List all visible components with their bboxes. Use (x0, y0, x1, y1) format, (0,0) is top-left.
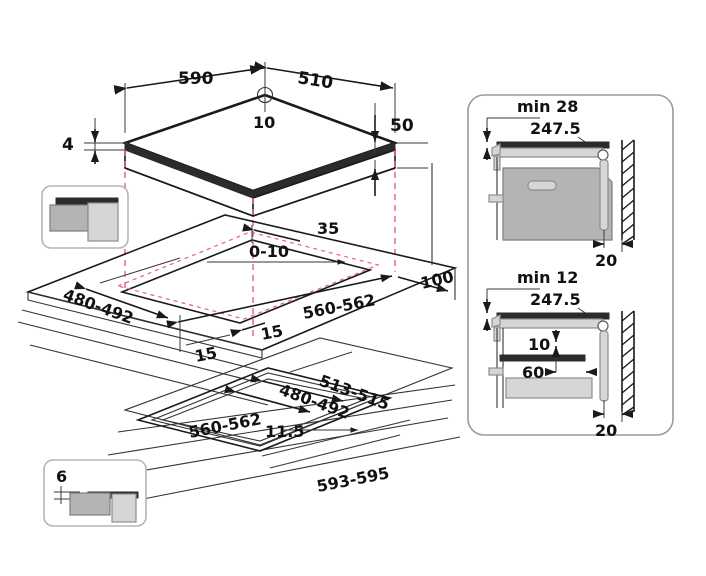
dimline-35 (242, 223, 301, 242)
min12-knob (488, 367, 504, 376)
label-15-mid: 15 (259, 321, 284, 344)
min28-oven-body (502, 167, 613, 241)
min12-left-bracket (491, 314, 501, 328)
dimline-15-mid (230, 322, 266, 338)
inset-top-dark-bar (55, 197, 119, 205)
min12-rear-clip (597, 320, 609, 332)
dimline-480-492 (74, 281, 169, 319)
hob-glass-edge-left (124, 142, 254, 199)
cutout-projection-outline (116, 231, 380, 320)
inset-bottom-grey-block (69, 492, 111, 516)
dimline-590 (113, 65, 264, 95)
min12-hob-body (496, 318, 603, 329)
hob-isometric-group: 590 510 10 4 50 (62, 61, 428, 218)
min28-left-bracket (491, 143, 501, 157)
min-12-section-group: min 12 247.5 10 (482, 268, 635, 440)
label-50: 50 (390, 116, 414, 136)
label-10-hole: 10 (253, 113, 275, 132)
label-593-595: 593-595 (315, 463, 391, 496)
hob-glass-edge-right (252, 142, 396, 199)
label-35: 35 (317, 219, 339, 238)
worktop-front-edge (27, 291, 263, 359)
min28-wall-hatching (621, 139, 635, 245)
ext-15-front-b (185, 334, 231, 346)
ext-593-595-a (269, 434, 401, 469)
inset-top-light-block (87, 202, 119, 242)
label-247-5-bottom: 247.5 (530, 290, 581, 309)
inset-top-grey-block (49, 204, 89, 232)
dimline-560-562 (166, 274, 393, 329)
hob-body-bottom-edge-right (252, 167, 396, 217)
min12-rear-rail (599, 330, 609, 402)
label-0-10: 0-10 (249, 242, 289, 261)
min28-oven-knob (488, 194, 504, 203)
min-28-section-group: min 28 247.5 (482, 97, 635, 270)
label-min-28: min 28 (517, 97, 578, 116)
min28-hob-slab (496, 141, 610, 149)
ext-593-595-b (261, 419, 411, 457)
seated-worktop-plane (123, 337, 454, 446)
worktop-front-line-4 (29, 344, 269, 406)
label-100: 100 (419, 267, 456, 293)
label-510: 510 (296, 68, 334, 93)
side-section-panel-group: min 28 247.5 (467, 94, 674, 440)
seated-worktop-line-d (137, 436, 461, 501)
hob-glass-top (121, 93, 399, 193)
inset-top-group (41, 185, 129, 249)
inset-bottom-group: 6 (43, 459, 147, 527)
label-min-12: min 12 (517, 268, 578, 287)
min12-shelf (499, 354, 586, 362)
label-15-front: 15 (193, 343, 218, 366)
min12-hob-slab (496, 312, 610, 320)
seated-worktop-line-b (107, 399, 453, 456)
label-20-bottom: 20 (595, 421, 617, 440)
label-20-top: 20 (595, 251, 617, 270)
worktop-front-line-2 (21, 309, 259, 371)
dimline-480-492-seated (224, 385, 311, 414)
dimline-100 (397, 276, 449, 292)
seated-worktop-line-c (99, 417, 449, 479)
min12-drawer (505, 377, 593, 399)
label-590: 590 (178, 69, 214, 89)
label-4: 4 (62, 135, 74, 155)
dimline-510 (253, 61, 394, 91)
inset-bottom-light-block (111, 493, 137, 523)
label-10-gap: 10 (528, 335, 550, 354)
label-60: 60 (522, 363, 544, 382)
ext-513-515-a (289, 351, 353, 373)
min28-rear-rail (599, 159, 609, 231)
ext-480-492-top (99, 257, 181, 284)
min28-hob-body (496, 147, 603, 158)
label-247-5-top: 247.5 (530, 119, 581, 138)
hob-body-bottom-edge-left (124, 167, 254, 217)
min28-oven-handle (527, 180, 557, 191)
label-11-5: 11.5 (265, 422, 304, 441)
min28-rear-clip (597, 149, 609, 161)
label-inset-6: 6 (56, 467, 67, 486)
worktop-front-line-3 (17, 321, 257, 383)
hob-seated-group: 513-515 480-492 560-562 11.5 593-595 (99, 337, 461, 501)
